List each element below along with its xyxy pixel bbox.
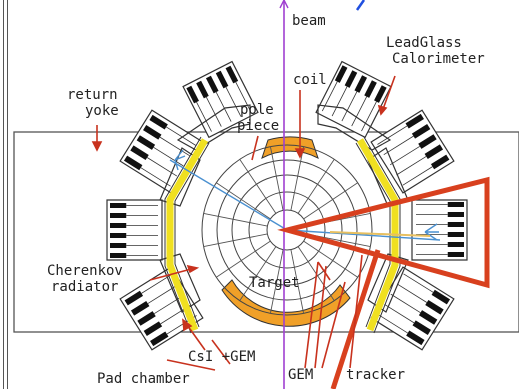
- label-leadglass-1: LeadGlass: [386, 36, 462, 50]
- tracker-spoke: [291, 147, 304, 211]
- calorimeter-wedge: [107, 200, 162, 260]
- tracker-spoke: [270, 147, 283, 211]
- label-leadglass-2: Calorimeter: [392, 52, 485, 66]
- calorimeter-wedge: [412, 200, 467, 260]
- tracker-spoke: [204, 213, 268, 226]
- tracker-spoke: [204, 234, 268, 247]
- label-target: Target: [249, 276, 300, 290]
- calorimeter-block: [448, 212, 464, 217]
- label-coil: coil: [293, 73, 327, 87]
- calorimeter-block: [110, 213, 126, 218]
- calorimeter-block: [110, 223, 126, 228]
- left-frame-edge: [3, 0, 8, 389]
- calorimeter-block: [448, 222, 464, 227]
- label-cherenkov: Cherenkov: [47, 264, 123, 278]
- calorimeter-block: [448, 252, 464, 257]
- label-yoke: yoke: [85, 104, 119, 118]
- label-piece: piece: [237, 119, 279, 133]
- calorimeter-block: [448, 242, 464, 247]
- label-pad-chamber: Pad chamber: [97, 372, 190, 386]
- calorimeter-blocks: [107, 62, 467, 350]
- label-tracker: tracker: [346, 368, 405, 382]
- label-beam: beam: [292, 14, 326, 28]
- label-csi-gem: CsI +GEM: [188, 350, 255, 364]
- calorimeter-block: [110, 253, 126, 258]
- calorimeter-block: [110, 203, 126, 208]
- calorimeter-block: [110, 233, 126, 238]
- label-pole: pole: [240, 103, 274, 117]
- calorimeter-block: [110, 243, 126, 248]
- label-return: return: [67, 88, 118, 102]
- calorimeter-block: [448, 232, 464, 237]
- calorimeter-block: [448, 202, 464, 207]
- label-radiator: radiator: [51, 280, 118, 294]
- label-gem: GEM: [288, 368, 313, 382]
